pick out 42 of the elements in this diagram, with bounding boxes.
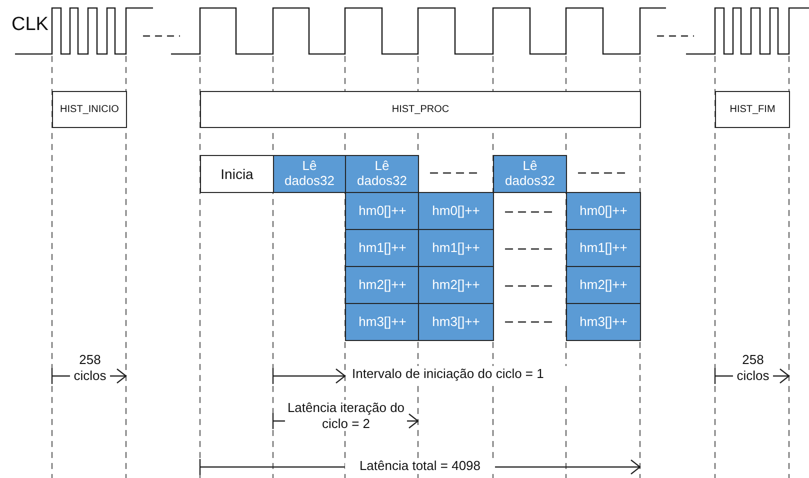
- box-text: hm2[]++: [358, 278, 408, 292]
- operation-box: [345, 155, 419, 193]
- state-box: [52, 91, 127, 128]
- box-text: hm2[]++: [431, 278, 481, 292]
- box-text: HIST_PROC: [392, 104, 450, 116]
- box-text: Lê dados32: [284, 159, 336, 189]
- box-text: hm3[]++: [431, 314, 481, 330]
- operation-box: [345, 266, 420, 304]
- box-text: Lê dados32: [504, 159, 556, 189]
- box-text: Lê dados32: [356, 159, 408, 189]
- operation-box: [345, 303, 420, 341]
- box-text: hm3[]++: [358, 314, 408, 330]
- operation-box: [345, 229, 420, 267]
- dimension-label: Latência iteração do ciclo = 2: [285, 400, 407, 432]
- box-text: hm0[]++: [358, 204, 408, 218]
- box-text: hm0[]++: [578, 204, 628, 218]
- operation-box: [345, 192, 420, 230]
- box-text: hm1[]++: [358, 240, 408, 256]
- box-text: hm0[]++: [431, 204, 481, 218]
- state-box: [715, 91, 790, 128]
- operation-box: [566, 266, 641, 304]
- operation-box: [566, 192, 641, 230]
- box-text: hm1[]++: [431, 240, 481, 256]
- box-text: hm1[]++: [578, 240, 628, 256]
- operation-box: [493, 155, 567, 193]
- operation-box: [418, 266, 494, 304]
- box-text: Inicia: [220, 166, 254, 182]
- operation-box: [566, 229, 641, 267]
- box-text: hm3[]++: [578, 314, 628, 330]
- state-box: [200, 91, 641, 128]
- operation-box: [418, 229, 494, 267]
- operation-box: [566, 303, 641, 341]
- operation-box: [273, 155, 346, 193]
- operation-box: [418, 303, 494, 341]
- signal-name: CLK: [10, 14, 50, 37]
- box-text: hm2[]++: [578, 278, 628, 292]
- box-text: HIST_FIM: [730, 104, 776, 116]
- dimension-label: 258 ciclos: [733, 352, 773, 384]
- state-box: [200, 155, 274, 193]
- box-text: HIST_INICIO: [60, 104, 119, 116]
- operation-box: [418, 192, 494, 230]
- dimension-label: 258 ciclos: [70, 352, 110, 384]
